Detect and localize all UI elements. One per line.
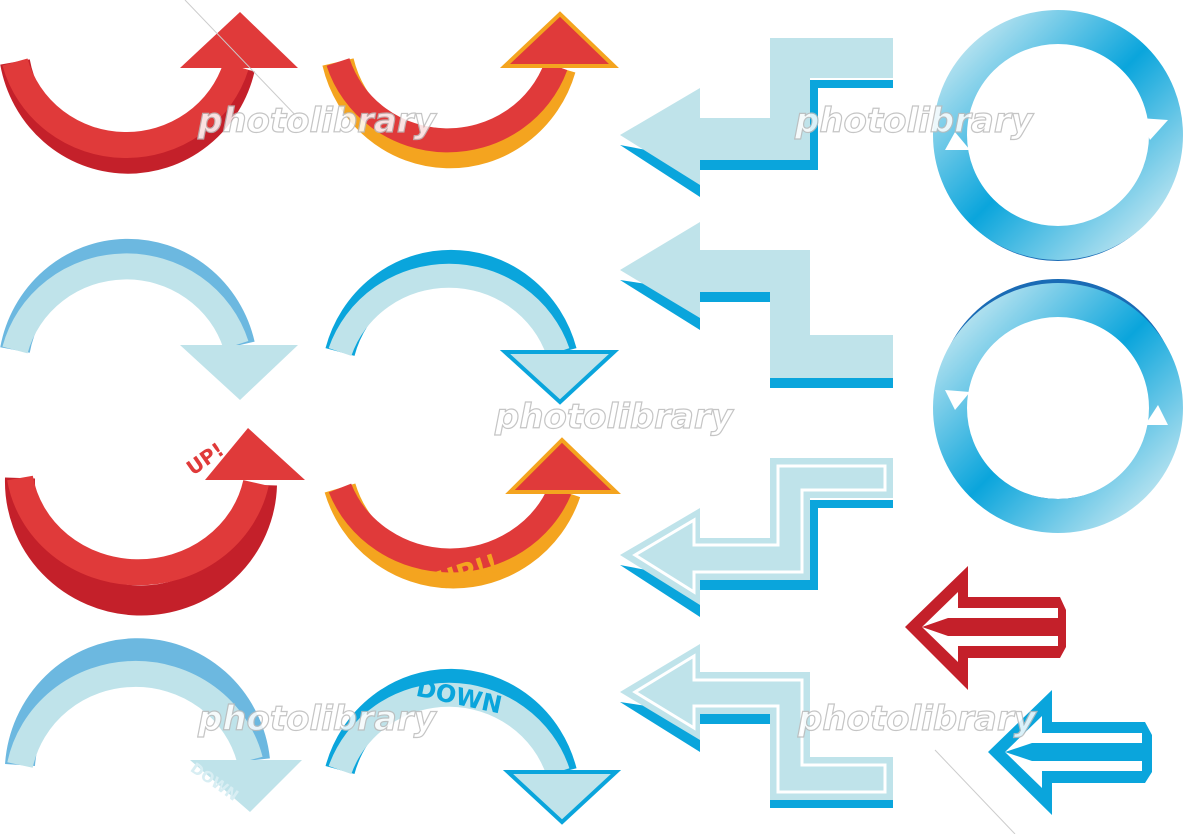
watermark-text: photolibrary [797,699,1038,739]
stepped-left-arrow-1 [620,38,893,197]
cycle-ring-arrow-top [933,10,1183,261]
watermark-text: photolibrary [197,101,438,141]
light-blue-curved-down-arrow [0,238,298,400]
watermarks: photolibrary photolibrary photolibrary p… [184,0,1038,834]
red-curved-up-arrow [0,12,298,174]
stepped-left-arrow-outlined-3 [620,458,893,617]
blue-outlined-curved-down-arrow [325,249,620,405]
orange-outlined-curved-up-arrow-with-label: UP!! [324,437,621,597]
cycle-ring-arrow-bottom [933,279,1183,533]
red-double-line-left-arrow [905,566,1066,690]
orange-outlined-curved-up-arrow [322,11,619,169]
blue-outlined-curved-down-arrow-with-label: DOWN [325,668,622,825]
stepped-left-arrow-2 [620,222,893,388]
blue-double-line-left-arrow [988,690,1152,815]
watermark-text: photolibrary [494,397,735,437]
stepped-left-arrow-outlined-4 [620,644,893,808]
red-curved-up-arrow-with-label: UP! [4,428,305,616]
watermark-text: photolibrary [197,699,438,739]
watermark-text: photolibrary [794,101,1035,141]
light-blue-curved-down-arrow-with-label: DOWN [5,638,302,812]
